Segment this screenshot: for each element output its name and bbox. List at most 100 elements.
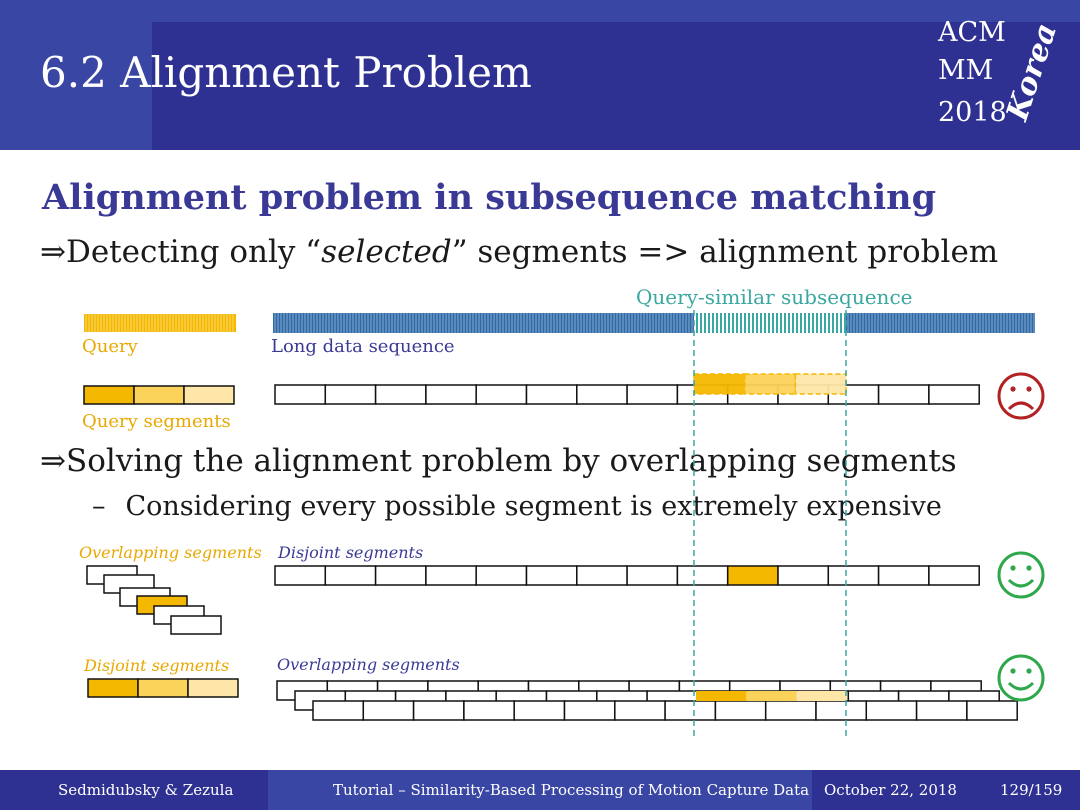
implies-arrow-icon: ⇒ — [40, 443, 66, 479]
aligned-query-segment — [696, 691, 747, 701]
overlap-row3-segment — [764, 700, 817, 721]
logo-line-mm: MM — [938, 55, 994, 86]
placed-query-segment — [794, 373, 847, 395]
data-segment — [877, 384, 930, 405]
data-segment — [274, 384, 327, 405]
happy-face-icon — [997, 551, 1045, 599]
overlap-row3-segment — [563, 700, 616, 721]
data-segment — [525, 565, 578, 586]
bullet1-emphasis: selected — [321, 234, 452, 270]
header-bar: 6.2 Alignment Problem ACM MM 2018 Korea — [0, 0, 1080, 150]
data-segment — [425, 384, 477, 405]
data-segment — [576, 384, 628, 405]
label-query: Query — [82, 336, 138, 357]
data-segment — [626, 384, 679, 405]
overlap-row3-segment — [362, 700, 415, 721]
sad-face-eye — [1010, 386, 1016, 392]
long-sequence-bar-left — [273, 313, 694, 333]
sub-bullet-expensive: –Considering every possible segment is e… — [92, 491, 942, 522]
data-segment — [475, 384, 528, 405]
bullet-solving-overlapping: ⇒Solving the alignment problem by overla… — [40, 443, 957, 479]
disjoint-query-segment — [137, 678, 189, 698]
logo-line-year: 2018 — [938, 97, 1007, 128]
data-segment — [525, 384, 578, 405]
bullet1-post: ” segments => alignment problem — [451, 234, 999, 270]
data-segment — [777, 565, 830, 586]
data-segment — [274, 565, 327, 586]
label-long-data-sequence: Long data sequence — [271, 336, 455, 357]
overlap-row3-segment — [865, 700, 918, 721]
sad-face-eye — [1026, 386, 1032, 392]
label-query-similar-subsequence: Query-similar subsequence — [636, 285, 913, 309]
happy-face-icon-2 — [997, 654, 1045, 702]
footer-band-middle — [268, 770, 812, 810]
aligned-query-segment — [796, 691, 847, 701]
data-segment — [928, 565, 980, 586]
happy-face-icon-2-eye — [1010, 668, 1016, 674]
overlapping-segment — [170, 615, 222, 635]
label-disjoint-segments-left: Disjoint segments — [84, 656, 230, 675]
overlap-row3-segment — [815, 700, 868, 721]
footer-bar: Sedmidubsky & Zezula Tutorial – Similari… — [0, 770, 1080, 810]
data-segment — [827, 565, 880, 586]
overlap-row3-segment — [966, 700, 1018, 721]
happy-face-icon-eye — [1026, 565, 1032, 571]
query-segment — [83, 385, 135, 405]
overlap-row3-segment — [513, 700, 566, 721]
data-segment — [374, 384, 427, 405]
label-disjoint-segments-right: Disjoint segments — [278, 543, 424, 562]
footer-tutorial-title: Tutorial – Similarity-Based Processing o… — [333, 781, 810, 799]
overlap-row3-segment — [915, 700, 968, 721]
overlap-row3-segment — [714, 700, 767, 721]
bullet2-text: Solving the alignment problem by overlap… — [65, 443, 957, 479]
data-segment — [676, 565, 729, 586]
bullet1-pre: Detecting only “ — [65, 234, 322, 270]
data-segment — [425, 565, 477, 586]
data-segment — [928, 384, 980, 405]
footer-authors: Sedmidubsky & Zezula — [58, 781, 234, 799]
overlap-row3-segment — [664, 700, 717, 721]
sad-face-mouth — [1007, 401, 1035, 411]
data-segment — [726, 565, 779, 586]
data-segment — [475, 565, 528, 586]
slide-title: 6.2 Alignment Problem — [40, 48, 532, 97]
happy-face-icon-eye — [1010, 565, 1016, 571]
bullet-detecting-selected: ⇒Detecting only “selected” segments => a… — [40, 234, 998, 270]
header-band-left — [0, 0, 152, 150]
label-query-segments: Query segments — [82, 411, 231, 432]
data-segment — [374, 565, 427, 586]
placed-query-segment — [743, 373, 797, 395]
placed-query-segment — [693, 373, 746, 395]
query-segment — [183, 385, 235, 405]
overlap-row3-segment — [463, 700, 515, 721]
overlap-row3-segment — [614, 700, 666, 721]
dash-icon: – — [92, 491, 106, 522]
sad-face-icon — [997, 372, 1045, 420]
overlap-row3-segment — [412, 700, 465, 721]
alignment-diagram — [83, 310, 1045, 737]
query-similar-part — [694, 313, 846, 333]
query-segment — [133, 385, 185, 405]
label-overlapping-segments-left: Overlapping segments — [79, 543, 262, 562]
footer-page-number: 129/159 — [1000, 781, 1063, 799]
overlap-row3-segment — [312, 700, 365, 721]
data-segment — [324, 565, 377, 586]
data-segment — [324, 384, 377, 405]
implies-arrow-icon: ⇒ — [40, 234, 66, 270]
aligned-query-segment — [746, 691, 797, 701]
section-heading: Alignment problem in subsequence matchin… — [42, 177, 937, 218]
acm-mm-2018-logo: ACM MM 2018 Korea — [938, 17, 1064, 138]
data-segment — [877, 565, 930, 586]
disjoint-query-segment — [187, 678, 239, 698]
sub-bullet-text: Considering every possible segment is ex… — [125, 491, 942, 522]
happy-face-icon-mouth — [1007, 578, 1035, 588]
data-segment — [626, 565, 679, 586]
data-segment — [576, 565, 628, 586]
logo-line-acm: ACM — [938, 17, 1006, 48]
happy-face-icon-2-eye — [1026, 668, 1032, 674]
happy-face-icon-2-mouth — [1007, 681, 1035, 691]
header-band-top — [152, 0, 1080, 22]
label-overlapping-segments-right: Overlapping segments — [277, 655, 460, 674]
disjoint-query-segment — [87, 678, 139, 698]
footer-date: October 22, 2018 — [824, 781, 957, 799]
